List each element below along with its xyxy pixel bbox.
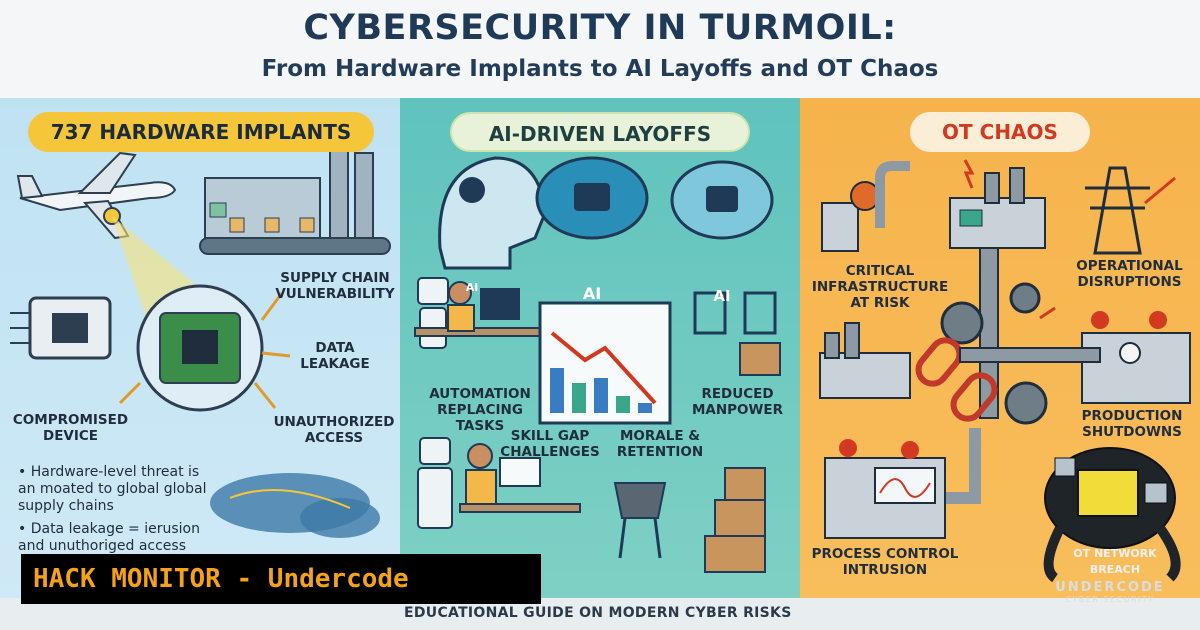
brand-name: UNDERCODE: [1055, 580, 1165, 595]
robot-icon: [417, 277, 449, 349]
control-panel-icon: [824, 439, 946, 539]
label-automation: AUTOMATION REPLACING TASKS: [429, 386, 531, 434]
worker-desk-icon: [459, 443, 581, 513]
ai-heading: AI-DRIVEN LAYOFFS: [450, 112, 750, 152]
label-operational-disruptions: OPERATIONAL DISRUPTIONS: [1076, 258, 1183, 290]
gear-icon: [1004, 381, 1048, 425]
brand-tagline: CYBER SECURITY: [1065, 595, 1155, 604]
brain-label: AI: [465, 281, 479, 294]
label-reduced-manpower: REDUCED MANPOWER: [691, 386, 784, 418]
panel-ai-layoffs: AI-DRIVEN LAYOFFS AI AI AI AUTOMATION RE…: [400, 98, 800, 598]
factory-icon: [949, 159, 1046, 249]
footer-text: EDUCATIONAL GUIDE ON MODERN CYBER RISKS: [404, 605, 792, 621]
bullet-item: • Data leakage = ierusion and unuthorige…: [18, 521, 200, 554]
pipe: [940, 428, 981, 504]
brain-label: AI: [582, 284, 602, 303]
worker-desk-icon: [414, 281, 541, 337]
gear-icon: [1009, 282, 1041, 314]
brand-logo: UNDERCODE CYBER SECURITY: [1030, 580, 1190, 604]
hardware-heading: 737 HARDWARE IMPLANTS: [28, 112, 374, 152]
hardware-illustration: [10, 137, 391, 538]
chair-icon: [613, 482, 667, 559]
factory-icon: [819, 322, 911, 399]
watermark-banner: HACK MONITOR - Undercode: [21, 554, 541, 604]
label-ot-network: OT NETWORK BREACH: [1073, 547, 1157, 576]
label-skill-gap: SKILL GAP CHALLENGES: [500, 428, 600, 460]
empty-chairs-icon: [693, 291, 781, 376]
implant-chip-icon: [118, 284, 291, 412]
label-morale: MORALE & RETENTION: [616, 428, 704, 460]
factory-icon: [199, 137, 391, 255]
declining-chart-icon: [538, 301, 672, 425]
control-panel-icon: [821, 161, 910, 252]
control-panel-icon: [1081, 311, 1191, 404]
bullet-item: • Hardware-level threat is an moated to …: [18, 464, 207, 514]
label-data-leakage: DATA LEAKAGE: [300, 340, 370, 372]
brain-label: AI: [713, 287, 731, 305]
label-compromised-device: COMPROMISED DEVICE: [12, 412, 129, 444]
airplane-icon: [16, 151, 177, 240]
label-critical-infrastructure: CRITICAL INFRASTRUCTURE AT RISK: [811, 263, 949, 311]
ai-head-icon: [438, 156, 547, 270]
ai-illustration: [414, 156, 781, 573]
broken-chain-icon: [915, 306, 1056, 422]
label-production-shutdowns: PRODUCTION SHUTDOWNS: [1081, 408, 1183, 440]
label-supply-chain: SUPPLY CHAIN VULNERABILITY: [275, 270, 395, 302]
ot-heading: OT CHAOS: [910, 112, 1090, 152]
brain-icon: [670, 160, 774, 240]
boxes-icon: [704, 467, 766, 573]
hacker-octopus-icon: [1043, 447, 1181, 583]
robot-icon: [417, 437, 453, 529]
page-title: CYBERSECURITY IN TURMOIL:: [303, 8, 897, 48]
world-map-icon: [210, 473, 380, 538]
power-tower-icon: [1085, 166, 1176, 255]
header: CYBERSECURITY IN TURMOIL: From Hardware …: [0, 0, 1200, 98]
brain-icon: [535, 156, 649, 240]
label-process-control: PROCESS CONTROL INTRUSION: [811, 546, 959, 578]
panel-ot-chaos: OT CHAOS CRITICAL INFRASTRUCTURE AT RISK…: [800, 98, 1200, 598]
page-subtitle: From Hardware Implants to AI Layoffs and…: [261, 56, 939, 82]
label-unauthorized-access: UNAUTHORIZED ACCESS: [273, 414, 395, 446]
panel-hardware-implants: 737 HARDWARE IMPLANTS SUPPLY CHAIN VULNE…: [0, 98, 400, 598]
ot-illustration: [819, 159, 1191, 583]
chip-icon: [10, 296, 112, 360]
gear-icon: [940, 301, 984, 345]
pipe: [959, 347, 1101, 363]
hardware-bullets: • Hardware-level threat is an moated to …: [18, 464, 218, 561]
